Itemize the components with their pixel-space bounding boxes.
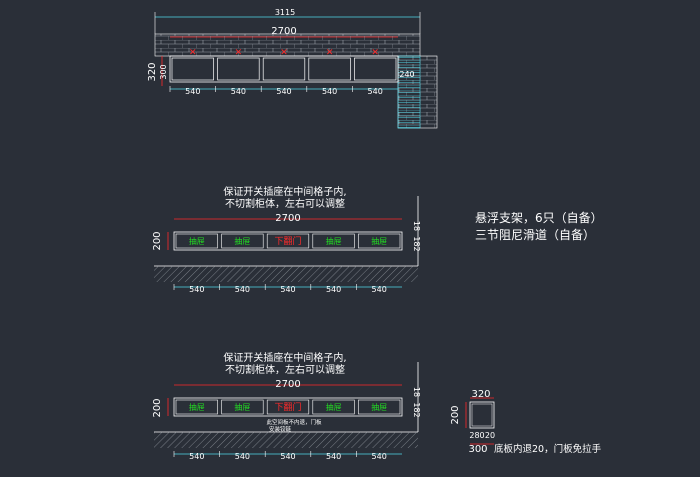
socket-marker-icon: ✕ — [280, 48, 288, 58]
elev-cell-dim: 540 — [326, 452, 341, 461]
elevation-2: 保证开关插座在中间格子内, 不切割柜体，左右可以调整 2700 200 18 1… — [152, 351, 421, 461]
top-cell-dim: 540 — [276, 87, 291, 96]
top-cell — [308, 57, 351, 81]
dim-3115: 3115 — [275, 8, 295, 17]
socket-marker-icon: ✕ — [326, 48, 334, 58]
elev-cell-dim: 540 — [189, 452, 204, 461]
elev-cell-dim: 540 — [235, 452, 250, 461]
drawer-front — [312, 399, 355, 415]
socket-markers: ✕ ✕ ✕ ✕ ✕ — [189, 48, 379, 58]
flap-door-label: 下翻门 — [274, 235, 301, 247]
dim-300: 300 — [159, 64, 168, 79]
top-cell-dim: 540 — [368, 87, 383, 96]
section-dim-300: 300 — [468, 444, 487, 455]
elev1-dim-200: 200 — [152, 231, 163, 250]
section-dim-20: 20 — [485, 431, 495, 440]
drawer-label: 抽屉 — [326, 402, 342, 412]
drawer-label: 抽屉 — [326, 236, 342, 246]
elev1-dim-18: 18 — [412, 221, 421, 231]
drawer-label: 抽屉 — [189, 402, 205, 412]
elev2-note-line2: 不切割柜体，左右可以调整 — [225, 363, 345, 376]
elev-cell-dim: 540 — [326, 285, 341, 294]
elev-cell-dim: 540 — [280, 285, 295, 294]
top-cell-dim: 540 — [322, 87, 337, 96]
elev1-note-line2: 不切割柜体，左右可以调整 — [225, 197, 345, 210]
elev2-sub-note1: 此空间板不内退，门板 — [266, 418, 322, 426]
spec-note-line2: 三节阻尼滑道（自备） — [475, 228, 595, 242]
section-note: 底板内退20，门板免拉手 — [494, 443, 602, 455]
elev2-sub-note2: 安装铰链 — [269, 425, 292, 433]
elev2-note-line1: 保证开关插座在中间格子内, — [223, 351, 346, 364]
drawer-label: 抽屉 — [371, 402, 387, 412]
section-dim-200: 200 — [450, 405, 461, 424]
top-cell-dim: 540 — [185, 87, 200, 96]
dim-2700-top: 2700 — [271, 26, 296, 37]
elev2-dim-2700: 2700 — [275, 379, 300, 390]
elev1-note-line1: 保证开关插座在中间格子内, — [223, 185, 346, 198]
elev2-dim-200: 200 — [152, 398, 163, 417]
socket-marker-icon: ✕ — [235, 48, 243, 58]
drawer-front — [266, 399, 310, 415]
drawer-front — [175, 399, 218, 415]
drawer-front — [221, 233, 264, 249]
drawer-front — [175, 233, 218, 249]
elev2-cabinet — [173, 397, 403, 417]
elev-cell-dim: 540 — [189, 285, 204, 294]
drawer-front — [358, 233, 401, 249]
top-cell — [171, 57, 214, 81]
flap-door-label: 下翻门 — [274, 401, 301, 413]
elev1-dim-2700: 2700 — [275, 213, 300, 224]
top-cell — [262, 57, 306, 81]
socket-marker-icon: ✕ — [371, 48, 379, 58]
elev-cell-dim: 540 — [280, 452, 295, 461]
elev2-dim-182: 182 — [412, 402, 421, 417]
elev-cell-dim: 540 — [235, 285, 250, 294]
drawer-front — [221, 399, 264, 415]
spec-note-line1: 悬浮支架，6只（自备） — [475, 211, 603, 225]
elev-cell-dim: 540 — [372, 452, 387, 461]
drawer-label: 抽屉 — [189, 236, 205, 246]
drawer-front — [266, 233, 310, 249]
section-detail: 320 200 280 20 300 底板内退20，门板免拉手 — [450, 389, 602, 455]
drawer-label: 抽屉 — [234, 236, 250, 246]
drawer-front — [358, 399, 401, 415]
cabinet-top — [169, 55, 399, 83]
section-dim-280: 280 — [469, 431, 484, 440]
top-view: 3115 2700 240 ✕ ✕ ✕ ✕ ✕ 320 300 540 540 540 540… — [147, 8, 438, 129]
dim-320: 320 — [147, 62, 158, 81]
drawer-front — [312, 233, 355, 249]
elevation-1: 保证开关插座在中间格子内, 不切割柜体，左右可以调整 2700 200 18 1… — [152, 185, 421, 294]
section-box — [469, 401, 495, 429]
drawer-label: 抽屉 — [371, 236, 387, 246]
elev-cell-dim: 540 — [372, 285, 387, 294]
top-cell — [354, 57, 397, 81]
socket-marker-icon: ✕ — [189, 48, 197, 58]
top-cell — [217, 57, 260, 81]
elev1-cabinet — [173, 231, 403, 251]
elev1-dim-182: 182 — [412, 236, 421, 251]
section-dim-320: 320 — [471, 389, 490, 400]
top-cell-dim: 540 — [231, 87, 246, 96]
elev2-floor-hatch — [154, 432, 418, 448]
dim-240: 240 — [399, 70, 414, 79]
elev2-dim-18: 18 — [412, 387, 421, 397]
elev1-floor-hatch — [154, 266, 418, 282]
side-column — [397, 55, 421, 129]
drawer-label: 抽屉 — [234, 402, 250, 412]
